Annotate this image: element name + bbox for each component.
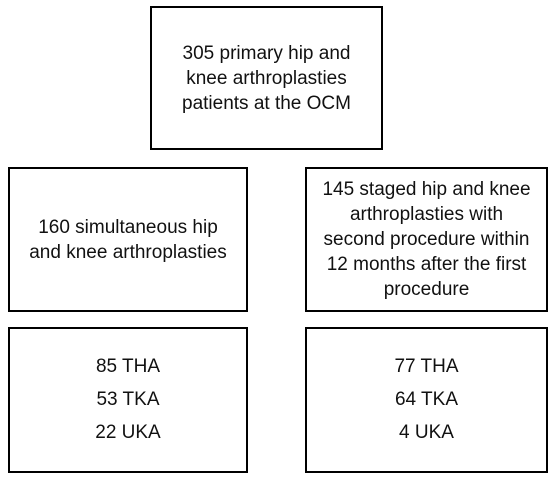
text-line: 305 primary hip and <box>182 42 351 64</box>
staged-breakdown-list: 77 THA 64 TKA 4 UKA <box>394 356 458 444</box>
tha-count: 85 THA <box>95 356 161 377</box>
total-patients-box: 305 primary hip and knee arthroplasties … <box>150 6 383 150</box>
total-patients-text: 305 primary hip and knee arthroplasties … <box>182 41 351 116</box>
tka-count: 53 TKA <box>96 389 160 410</box>
text-line: 12 months after the first <box>326 254 527 275</box>
staged-box: 145 staged hip and knee arthroplasties w… <box>305 167 548 312</box>
simultaneous-text: 160 simultaneous hip and knee arthroplas… <box>29 215 227 265</box>
simultaneous-box: 160 simultaneous hip and knee arthroplas… <box>8 167 248 312</box>
text-line: knee arthroplasties <box>186 67 347 89</box>
tka-count: 64 TKA <box>394 389 458 410</box>
staged-text: 145 staged hip and knee arthroplasties w… <box>322 177 530 302</box>
tha-count: 77 THA <box>394 356 459 377</box>
text-line: second procedure within <box>323 229 530 250</box>
uka-count: 22 UKA <box>95 422 161 443</box>
staged-breakdown-box: 77 THA 64 TKA 4 UKA <box>305 327 548 473</box>
text-line: 145 staged hip and knee <box>322 179 531 200</box>
text-line: procedure <box>383 279 470 300</box>
text-line: 160 simultaneous hip <box>38 216 218 238</box>
uka-count: 4 UKA <box>399 422 454 443</box>
text-line: and knee arthroplasties <box>29 241 227 263</box>
text-line: arthroplasties with <box>349 204 504 225</box>
text-line: patients at the OCM <box>182 92 351 114</box>
simultaneous-breakdown-box: 85 THA 53 TKA 22 UKA <box>8 327 248 473</box>
simultaneous-breakdown-list: 85 THA 53 TKA 22 UKA <box>95 356 160 444</box>
